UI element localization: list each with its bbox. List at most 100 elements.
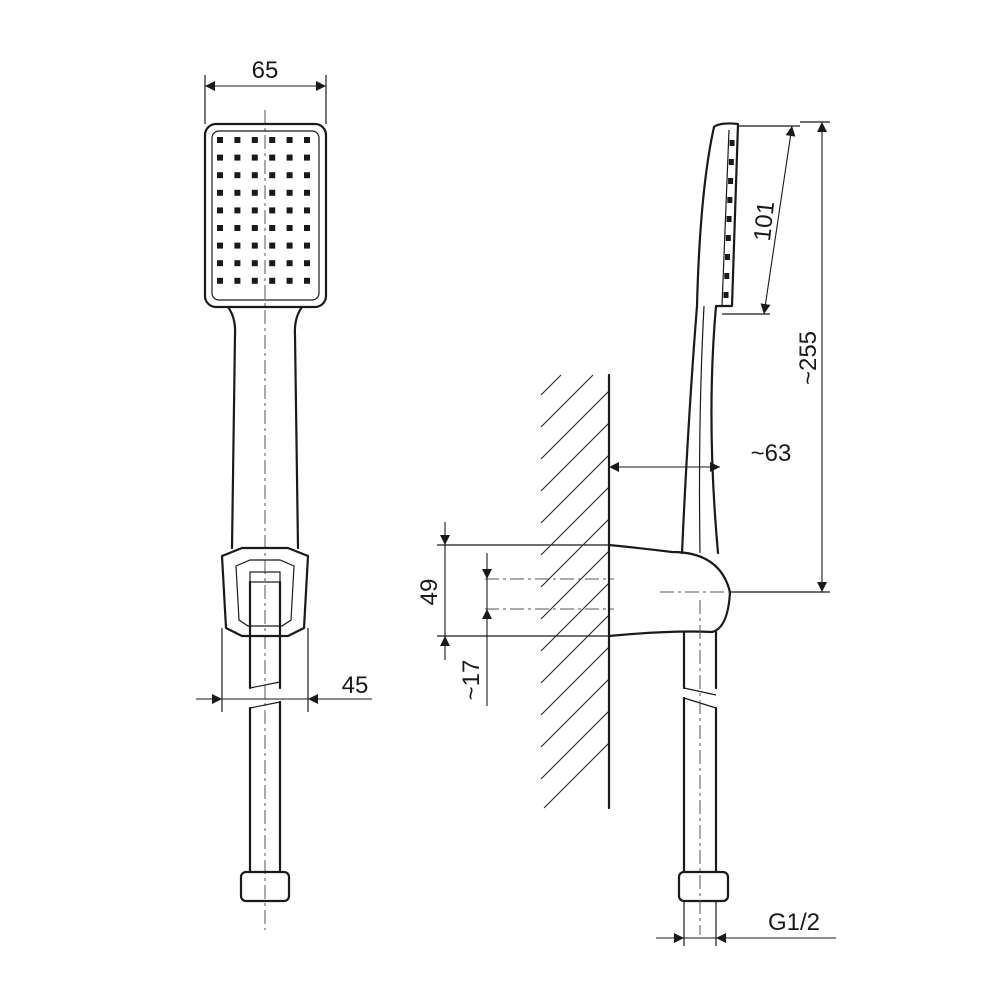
nozzle-hole (286, 277, 293, 284)
nozzle-hole (269, 225, 276, 231)
nozzle-hole (234, 225, 241, 231)
side-nozzle (724, 273, 730, 279)
hatch-line (540, 646, 610, 716)
front-hose-break-lower (249, 701, 281, 709)
dim-101-line (760, 125, 796, 315)
nozzle-hole (251, 137, 258, 143)
side-head-back (710, 122, 740, 555)
side-nozzle (725, 235, 731, 241)
nozzle-hole (251, 207, 258, 214)
nozzle-hole (251, 154, 258, 161)
nozzle-hole (234, 154, 241, 161)
spray-nozzle-grid (217, 137, 310, 284)
side-handle-front (680, 125, 716, 555)
nozzle-hole (251, 172, 258, 179)
dim-63-label: ~63 (751, 440, 792, 467)
nozzle-hole (286, 225, 293, 231)
hatch-line (540, 518, 610, 588)
front-handle (226, 305, 304, 550)
dim-g12-label: G1/2 (768, 909, 820, 936)
dim-255-label: ~255 (795, 331, 822, 385)
hatch-line (540, 486, 610, 556)
hatch-line (540, 550, 610, 620)
front-view: 65 45 (196, 57, 372, 930)
dim-101-label: 101 (749, 200, 780, 243)
nozzle-hole (304, 154, 310, 161)
nozzle-hole (251, 277, 258, 284)
nozzle-hole (251, 225, 258, 231)
nozzle-hole (217, 172, 223, 179)
side-handle-inner (698, 305, 705, 554)
nozzle-hole (269, 242, 276, 249)
nozzle-hole (269, 172, 276, 179)
dim-65-label: 65 (252, 57, 279, 84)
front-hose-break-upper (249, 681, 281, 689)
side-hose-upper (682, 630, 718, 690)
hatch-line (543, 742, 610, 809)
dim-49-label: 49 (416, 579, 443, 606)
nozzle-hole (304, 260, 310, 267)
nozzle-hole (269, 154, 276, 161)
nozzle-hole (234, 172, 241, 179)
side-connection-nut (677, 870, 730, 903)
nozzle-hole (304, 277, 310, 284)
side-view: 101 ~255 ~63 49 ~17 G1/2 (416, 121, 836, 946)
hatch-line (540, 374, 594, 428)
nozzle-hole (286, 260, 293, 267)
front-head-outline (203, 122, 328, 309)
nozzle-hole (234, 207, 241, 214)
front-holder-slot (249, 571, 281, 583)
side-nozzle (728, 178, 734, 184)
hatch-line (540, 454, 610, 524)
nozzle-hole (217, 277, 223, 284)
nozzle-hole (234, 189, 241, 196)
dim-45-label: 45 (342, 672, 369, 699)
nozzle-hole (304, 189, 310, 196)
front-head-inner (211, 130, 320, 301)
hatch-line (540, 422, 610, 492)
nozzle-hole (234, 277, 241, 284)
nozzle-hole (269, 207, 276, 214)
side-nozzle (723, 292, 729, 298)
hatch-line (540, 678, 610, 748)
side-nozzle (729, 140, 735, 146)
hatch-line (540, 390, 610, 460)
front-holder-outline (220, 546, 310, 638)
nozzle-hole (304, 137, 310, 143)
side-nozzle (726, 216, 732, 222)
nozzle-hole (217, 260, 223, 267)
hatch-line (540, 614, 610, 684)
nozzle-hole (269, 260, 276, 267)
nozzle-hole (217, 207, 223, 214)
wall-hatching (540, 374, 610, 809)
nozzle-hole (286, 242, 293, 249)
dim-17-label: ~17 (458, 660, 485, 701)
side-nozzle (728, 159, 734, 165)
nozzle-hole (251, 260, 258, 267)
nozzle-hole (304, 172, 310, 179)
nozzle-hole (217, 137, 223, 143)
nozzle-hole (217, 242, 223, 249)
hatch-line (540, 374, 562, 396)
nozzle-hole (269, 277, 276, 284)
nozzle-hole (251, 189, 258, 196)
front-hose-lower (248, 700, 282, 874)
nozzle-hole (269, 137, 276, 143)
hatch-line (540, 710, 610, 780)
nozzle-hole (286, 207, 293, 214)
front-connection-nut (239, 870, 291, 903)
side-nozzles (723, 140, 735, 298)
nozzle-hole (217, 154, 223, 161)
nozzle-hole (304, 225, 310, 231)
side-hose-lower (682, 696, 718, 874)
nozzle-hole (234, 260, 241, 267)
nozzle-hole (304, 242, 310, 249)
nozzle-hole (286, 154, 293, 161)
nozzle-hole (217, 225, 223, 231)
front-hose-upper (248, 580, 282, 690)
nozzle-hole (251, 242, 258, 249)
side-nozzle (727, 197, 733, 203)
side-holder (607, 543, 732, 638)
